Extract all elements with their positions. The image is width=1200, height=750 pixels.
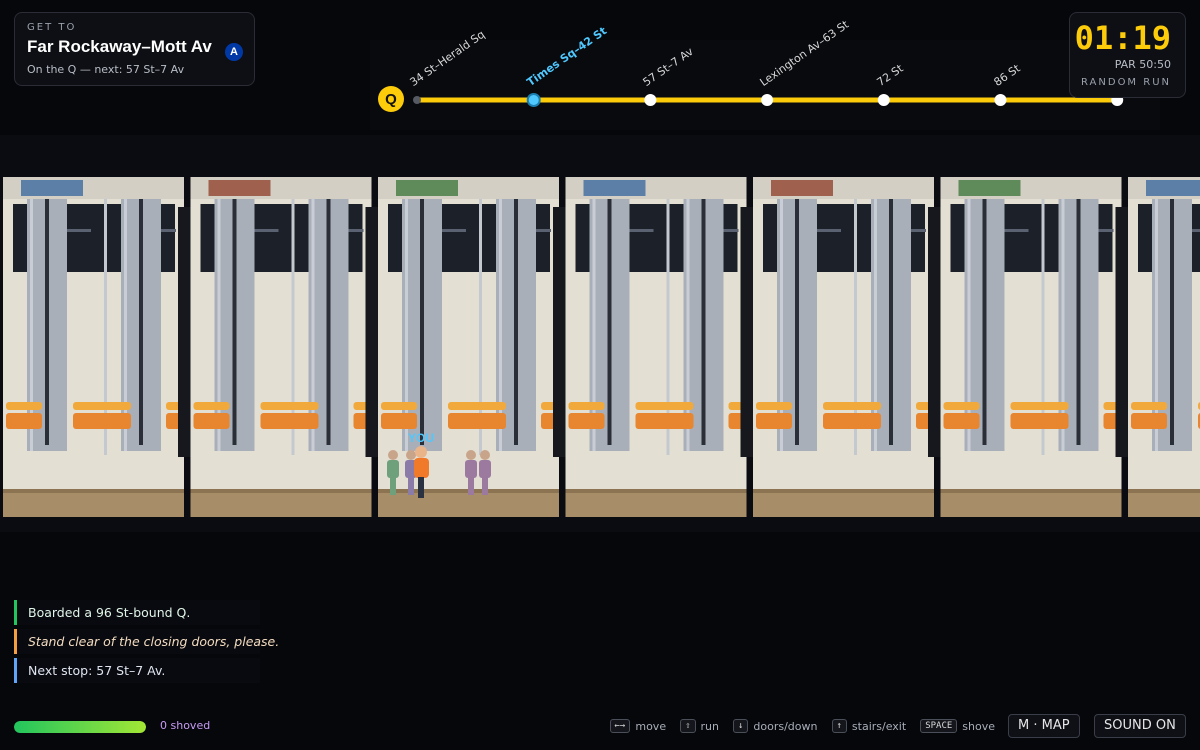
seat [1131,413,1167,429]
log-entry-text: Stand clear of the closing doors, please… [28,634,280,649]
stop-marker [413,96,421,104]
log-entry-text: Next stop: 57 St–7 Av. [28,663,166,678]
stamina-bar [14,721,146,733]
car-sign [958,180,1021,196]
log-entry-accent [14,658,17,683]
train-car [565,177,747,517]
seat [6,402,42,410]
car-floor [3,489,184,517]
train-car [940,177,1122,517]
par-time: PAR 50:50 [1114,58,1171,71]
player-label: YOU [408,431,435,445]
train-car [1128,177,1200,517]
stop-marker [526,93,541,107]
seat [568,413,605,429]
space-key-icon: SPACE [920,719,958,733]
train-car [3,177,184,517]
seat [381,402,417,410]
log-entry: Stand clear of the closing doors, please… [14,629,279,654]
control-label: doors/down [753,719,818,733]
seat [756,413,792,429]
arrow-up-icon: ↑ [831,719,847,733]
control-hint: ↓ doors/down [732,719,818,733]
control-label: stairs/exit [851,719,907,733]
shoved-counter: 0 shoved [160,719,211,732]
seat [568,402,605,410]
sound-toggle-button[interactable]: SOUND ON [1094,714,1186,738]
map-button[interactable]: M · MAP [1008,714,1080,738]
car-sign [208,180,271,196]
log-entry-accent [14,629,17,654]
stamina-fill [14,721,146,733]
passenger [387,450,399,495]
car-sign [1146,180,1200,196]
seat [823,413,881,429]
seat [1010,402,1069,410]
shift-icon: ⇧ [680,719,696,733]
controls-legend: ←→ move ⇧ run ↓ doors/down ↑ stairs/exit SPACE sh… [609,719,995,733]
run-mode: RANDOM RUN [1081,77,1171,88]
stop-marker [877,94,890,106]
car-floor [940,489,1122,517]
seat [73,402,131,410]
log-entry: Boarded a 96 St-bound Q. [14,600,260,625]
control-label: move [635,719,667,733]
control-label: run [700,719,719,733]
arrow-down-icon: ↓ [732,719,749,733]
objective-kicker: GET TO [27,22,77,33]
stop-marker [994,94,1007,106]
car-sign [771,180,833,196]
control-hint: SPACE shove [920,719,995,733]
seat [260,402,319,410]
stop-marker [644,94,657,106]
control-hint: ↑ stairs/exit [831,719,907,733]
route-q-icon: Q [378,86,404,112]
seat [448,402,506,410]
seat [193,413,230,429]
car-floor [190,489,372,517]
train-car [753,177,934,517]
seat [1010,413,1069,429]
stop-marker [761,94,774,106]
message-log: Boarded a 96 St-bound Q. Stand clear of t… [14,600,279,687]
car-floor [1128,489,1200,517]
car-floor [753,489,934,517]
seat [448,413,506,429]
control-hint: ←→ move [609,719,667,733]
control-hint: ⇧ run [680,719,719,733]
car-sign [583,180,646,196]
objective-panel: GET TO Far Rockaway–Mott Av A On the Q —… [14,12,255,86]
car-sign [21,180,83,196]
log-entry-text: Boarded a 96 St-bound Q. [28,605,191,620]
passenger [479,450,491,495]
seat [823,402,881,410]
seat [943,402,980,410]
objective-status: On the Q — next: 57 St–7 Av [27,63,185,76]
seat [635,413,694,429]
seat [756,402,792,410]
seat [943,413,980,429]
arrow-left-right-icon: ←→ [609,719,631,733]
passenger [465,450,477,495]
seat [381,413,417,429]
seat [73,413,131,429]
timer-panel: 01:19 PAR 50:50 RANDOM RUN [1069,12,1186,98]
seat [193,402,230,410]
route-a-icon: A [225,43,243,61]
log-entry: Next stop: 57 St–7 Av. [14,658,260,683]
log-entry-accent [14,600,17,625]
car-floor [565,489,747,517]
destination-name: Far Rockaway–Mott Av [27,37,212,56]
seat [260,413,319,429]
control-label: shove [962,719,995,733]
player-character [414,446,429,498]
seat [6,413,42,429]
seat [1131,402,1167,410]
seat [635,402,694,410]
run-clock: 01:19 [1074,19,1171,57]
car-sign [396,180,458,196]
train-car [190,177,372,517]
